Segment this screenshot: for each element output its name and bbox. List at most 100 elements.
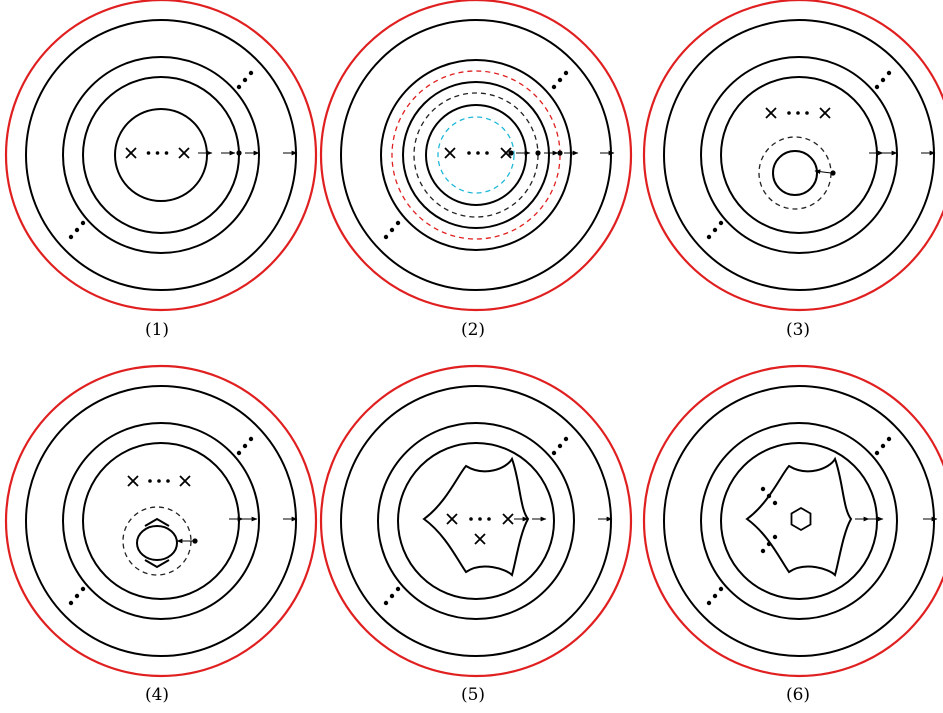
- marked-point-cross: [474, 533, 486, 545]
- ellipsis-dot: [557, 77, 563, 83]
- ellipsis-dot: [760, 548, 766, 554]
- ellipsis-dot: [74, 593, 80, 599]
- marked-point-cross: [179, 475, 191, 487]
- base-point: [830, 170, 836, 176]
- panel-2: [319, 0, 633, 312]
- ellipsis-dot: [557, 443, 563, 449]
- ellipsis-dot: [563, 70, 569, 76]
- ellipsis-dot: [874, 450, 880, 456]
- ellipsis-dot: [476, 151, 480, 155]
- dashed-loop-red: [391, 70, 561, 240]
- contour-circle: [772, 150, 818, 196]
- base-point: [236, 150, 242, 156]
- ellipsis-dot: [886, 70, 892, 76]
- ellipsis-dot: [68, 234, 74, 240]
- ellipsis-dot: [248, 436, 254, 442]
- direction-arrow: [814, 169, 832, 175]
- outer-boundary-circle: [4, 0, 318, 312]
- base-point: [508, 150, 514, 156]
- ellipsis-dot: [383, 234, 389, 240]
- contour-circle: [720, 442, 878, 600]
- ellipsis-dot: [718, 220, 724, 226]
- ellipsis-dot: [760, 486, 766, 492]
- marked-point-cross: [765, 107, 777, 119]
- contour-circle: [402, 81, 550, 229]
- ellipsis-dot: [805, 111, 809, 115]
- ellipsis-dot: [80, 586, 86, 592]
- contour-ellipse: [136, 525, 178, 561]
- ellipsis-dot: [787, 111, 791, 115]
- ellipsis-dot: [766, 493, 772, 499]
- ellipsis-dot: [148, 479, 152, 483]
- outer-boundary-circle: [319, 0, 633, 312]
- dashed-loop-black: [413, 92, 539, 218]
- ellipsis-dot: [248, 70, 254, 76]
- panel-label-6: (6): [785, 685, 811, 705]
- marked-point-cross: [444, 147, 456, 159]
- ellipsis-dot: [478, 517, 482, 521]
- marked-point-cross: [125, 147, 137, 159]
- ellipsis-dot: [706, 600, 712, 606]
- panel-5: [319, 364, 633, 678]
- base-point: [192, 538, 198, 544]
- base-point: [535, 150, 541, 156]
- ellipsis-dot: [886, 436, 892, 442]
- panel-4: [4, 364, 318, 678]
- ellipsis-dot: [242, 443, 248, 449]
- ellipsis-dot: [551, 450, 557, 456]
- ellipsis-dot: [395, 586, 401, 592]
- marked-point-cross: [500, 147, 512, 159]
- ellipsis-dot: [146, 151, 151, 155]
- ellipsis-dot: [874, 84, 880, 90]
- marked-point-cross: [502, 513, 514, 525]
- marked-point-cross: [178, 147, 190, 159]
- contour-circle: [720, 76, 878, 234]
- contour-circle: [62, 56, 260, 254]
- contour-circle: [340, 385, 612, 657]
- ellipsis-dot: [712, 593, 718, 599]
- ellipsis-dot: [772, 534, 778, 540]
- contour-circle: [700, 56, 898, 254]
- outer-boundary-circle: [4, 364, 318, 678]
- dashed-loop-cyan: [437, 116, 515, 194]
- ellipsis-dot: [880, 77, 886, 83]
- base-point: [557, 150, 563, 156]
- panel-label-2: (2): [460, 320, 486, 340]
- contour-cusps: [144, 517, 170, 569]
- contour-circle: [700, 422, 898, 620]
- outer-boundary-circle: [642, 0, 943, 312]
- ellipsis-dot: [796, 111, 800, 115]
- ellipsis-dot: [880, 443, 886, 449]
- panel-label-4: (4): [144, 685, 170, 705]
- contour-circle: [380, 59, 572, 251]
- ellipsis-dot: [74, 227, 80, 233]
- outer-boundary-circle: [319, 364, 633, 678]
- ellipsis-dot: [766, 541, 772, 547]
- ellipsis-dot: [485, 151, 489, 155]
- ellipsis-dot: [155, 151, 160, 155]
- contour-circle: [82, 76, 240, 234]
- ellipsis-dot: [236, 84, 242, 90]
- contour-circle: [62, 422, 260, 620]
- dashed-loop-black: [758, 136, 832, 210]
- marked-point-cross: [819, 107, 831, 119]
- ellipsis-dot: [389, 227, 395, 233]
- ellipsis-dot: [718, 586, 724, 592]
- ellipsis-dot: [467, 151, 471, 155]
- outer-boundary-circle: [642, 364, 943, 678]
- ellipsis-dot: [772, 500, 778, 506]
- contour-circle: [25, 19, 297, 291]
- ellipsis-dot: [383, 600, 389, 606]
- panel-6: [642, 364, 943, 678]
- ellipsis-dot: [389, 593, 395, 599]
- ellipsis-dot: [469, 517, 473, 521]
- marked-point-cross: [446, 513, 458, 525]
- ellipsis-dot: [551, 84, 557, 90]
- contour-circle: [397, 442, 555, 600]
- panel-label-3: (3): [785, 320, 811, 340]
- contour-small-hexagon: [790, 506, 812, 532]
- ellipsis-dot: [157, 479, 161, 483]
- ellipsis-dot: [164, 151, 169, 155]
- panel-label-1: (1): [144, 320, 170, 340]
